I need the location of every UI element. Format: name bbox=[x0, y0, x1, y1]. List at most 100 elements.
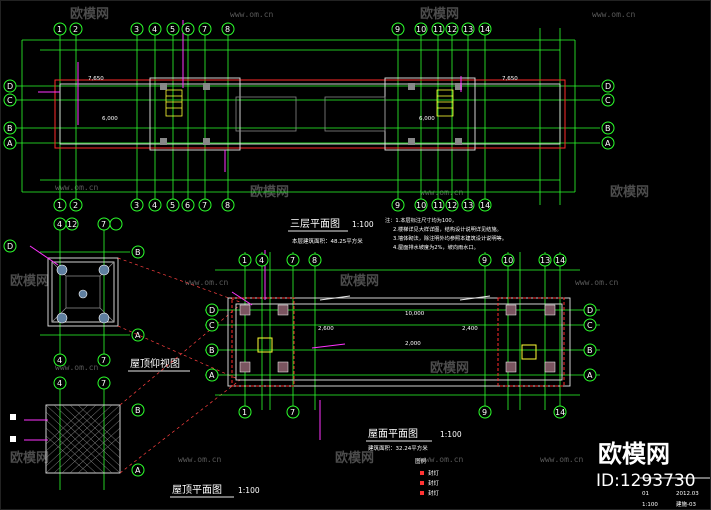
third-floor-title-block: 三层平面图 1:100 本层建筑面积：48.25平方米 bbox=[288, 218, 374, 245]
design-notes: 注：1.本层标注尺寸均为100， 2.楼梯详见大样详图，结构设计说明详见结施。 … bbox=[385, 216, 507, 251]
note-line: 4.屋面排水坡度为2%，坡向雨水口。 bbox=[393, 243, 479, 251]
axis-label: 5 bbox=[170, 201, 175, 210]
axis-label: C bbox=[7, 96, 13, 105]
watermark-url: www.om.cn bbox=[185, 278, 229, 287]
axis-label: 4 bbox=[57, 220, 62, 229]
watermark-brand: 欧模网 bbox=[10, 450, 49, 466]
axis-label: A bbox=[209, 371, 215, 380]
axis-label: A bbox=[135, 331, 141, 340]
axis-label: 9 bbox=[482, 408, 487, 417]
watermark-url: www.om.cn bbox=[592, 10, 636, 19]
axis-label: D bbox=[587, 306, 593, 315]
axis-label: B bbox=[587, 346, 593, 355]
axis-label: 10 bbox=[503, 256, 513, 265]
axis-label: B bbox=[209, 346, 215, 355]
watermark-url: www.om.cn bbox=[230, 10, 274, 19]
axis-label: 14 bbox=[480, 25, 490, 34]
roof-plan-small bbox=[10, 385, 121, 490]
roof-view-plan bbox=[29, 228, 130, 355]
watermark-brand: 欧模网 bbox=[10, 273, 49, 289]
axis-label: 7 bbox=[101, 379, 106, 388]
roof-plan-main-scale: 1:100 bbox=[440, 430, 462, 439]
roof-hatch bbox=[45, 404, 121, 474]
axis-label: 4 bbox=[57, 356, 62, 365]
axis-label: 12 bbox=[447, 25, 457, 34]
axis-label: A bbox=[605, 139, 611, 148]
axis-label: 14 bbox=[480, 201, 490, 210]
axis-label: 3 bbox=[134, 201, 139, 210]
third-floor-scale: 1:100 bbox=[352, 220, 374, 229]
axis-label: 7 bbox=[101, 220, 106, 229]
dim-label: 2,000 bbox=[405, 341, 421, 347]
axis-label: 2 bbox=[73, 25, 78, 34]
axis-label: 10 bbox=[416, 201, 426, 210]
dim-label: 6,000 bbox=[419, 116, 435, 122]
axis-label: 2 bbox=[73, 201, 78, 210]
axis-label: C bbox=[587, 321, 593, 330]
axis-label: 13 bbox=[540, 256, 550, 265]
axis-label: 13 bbox=[463, 25, 473, 34]
note-line: 注：1.本层标注尺寸均为100， bbox=[385, 216, 457, 224]
axis-label: 8 bbox=[225, 25, 230, 34]
projection-lines bbox=[117, 257, 241, 474]
legend-item: 封灯 bbox=[428, 469, 440, 477]
axis-label: 1 bbox=[57, 201, 62, 210]
axis-bubbles-top: 1 2 3 4 5 6 7 8 9 10 11 12 13 14 bbox=[53, 22, 492, 36]
axis-label: 8 bbox=[225, 201, 230, 210]
axis-label: D bbox=[605, 82, 611, 91]
axis-label: 6 bbox=[185, 25, 190, 34]
axis-label: 9 bbox=[395, 25, 400, 34]
roof-plan-small-scale: 1:100 bbox=[238, 486, 260, 495]
logo-brand: 欧模网 bbox=[598, 440, 670, 468]
roof-plan-small-axis: 4 7 B A bbox=[53, 376, 145, 477]
axis-label: 13 bbox=[463, 201, 473, 210]
roof-plan-small-title: 屋顶平面图 bbox=[172, 484, 222, 496]
axis-label: 7 bbox=[290, 408, 295, 417]
brand-logo: 欧模网 ID:1293730 bbox=[596, 440, 696, 491]
roof-plan-main-axis: 1 4 7 8 9 10 13 14 1 7 9 14 D C B A D C … bbox=[205, 253, 597, 419]
axis-label: B bbox=[7, 124, 13, 133]
third-floor-area: 本层建筑面积：48.25平方米 bbox=[292, 237, 363, 245]
watermark-brand: 欧模网 bbox=[335, 450, 374, 466]
axis-label: D bbox=[209, 306, 215, 315]
axis-label: 1 bbox=[57, 25, 62, 34]
watermark-url: www.om.cn bbox=[575, 278, 619, 287]
axis-label: A bbox=[587, 371, 593, 380]
title-block-scale: 1:100 bbox=[642, 502, 658, 508]
axis-bubbles-bottom: 1 2 3 4 5 6 7 8 9 10 11 12 13 14 bbox=[53, 198, 492, 212]
roof-plan-main-title: 屋面平面图 bbox=[368, 428, 418, 440]
watermark-url: www.om.cn bbox=[55, 363, 99, 372]
axis-label: C bbox=[209, 321, 215, 330]
dim-label: 2,400 bbox=[462, 326, 478, 332]
axis-label: 8 bbox=[312, 256, 317, 265]
watermark-url: www.om.cn bbox=[178, 455, 222, 464]
dim-label: 2,600 bbox=[318, 326, 334, 332]
legend-item: 封灯 bbox=[428, 489, 440, 497]
dim-label: 7,650 bbox=[502, 76, 518, 82]
axis-label: 1 bbox=[242, 256, 247, 265]
axis-label: 14 bbox=[555, 408, 565, 417]
watermark-url: www.om.cn bbox=[55, 183, 99, 192]
axis-label: 14 bbox=[555, 256, 565, 265]
axis-label: B bbox=[605, 124, 611, 133]
axis-grid-lines bbox=[59, 28, 561, 205]
legend-title: 图例 bbox=[415, 457, 427, 465]
watermark-brand: 欧模网 bbox=[430, 360, 469, 376]
axis-label: 11 bbox=[433, 201, 443, 210]
axis-label: 4 bbox=[259, 256, 264, 265]
roof-plan-main-area: 建筑面积：32.24平方米 bbox=[368, 444, 428, 452]
axis-label: 5 bbox=[170, 25, 175, 34]
third-floor-plan: 7,650 7,650 6,000 6,000 bbox=[15, 20, 600, 205]
legend-item: 封灯 bbox=[428, 479, 440, 487]
axis-label: B bbox=[135, 406, 141, 415]
logo-id: ID:1293730 bbox=[596, 471, 696, 491]
watermark-url: www.om.cn bbox=[540, 455, 584, 464]
axis-label: 4 bbox=[57, 379, 62, 388]
watermark-layer: 欧模网 www.om.cn 欧模网 www.om.cn www.om.cn 欧模… bbox=[10, 6, 649, 466]
axis-label: 12 bbox=[447, 201, 457, 210]
watermark-url: www.om.cn bbox=[420, 188, 464, 197]
axis-label: 7 bbox=[202, 201, 207, 210]
title-block-label: 建施-03 bbox=[676, 500, 696, 508]
